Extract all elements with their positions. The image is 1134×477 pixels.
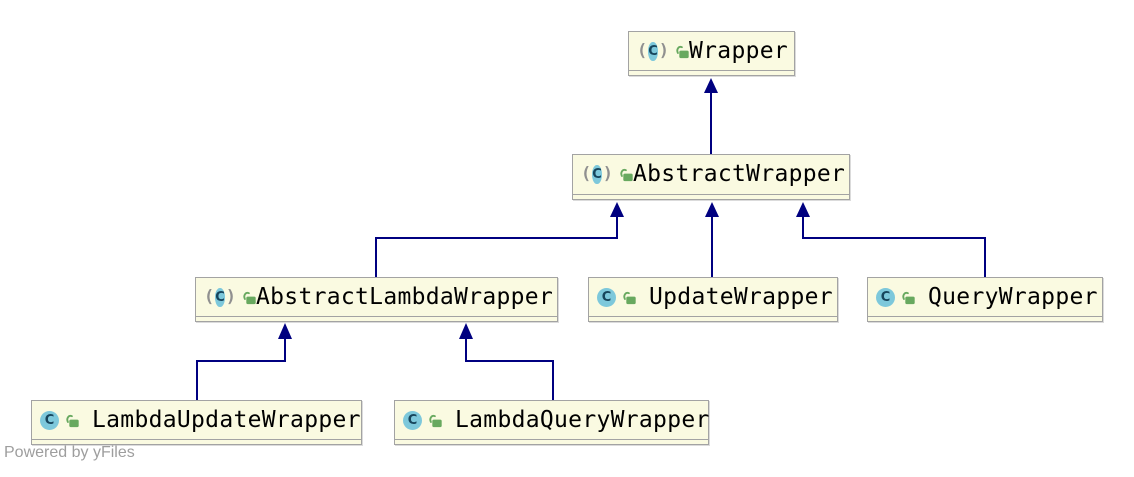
node-icons: C	[876, 287, 928, 307]
edge-lambdaupdatewrapper-extends-abstractlambdawrapper[interactable]	[196, 323, 292, 400]
unlock-icon	[428, 413, 443, 428]
class-icon: C	[215, 287, 225, 307]
class-name-label: AbstractLambdaWrapper	[256, 284, 554, 310]
class-node-lambdaquerywrapper[interactable]: C LambdaQueryWrapper	[394, 400, 709, 445]
unlock-icon	[619, 167, 634, 182]
yfiles-watermark: Powered by yFiles	[4, 444, 135, 461]
class-node-wrapper[interactable]: (C) Wrapper	[628, 31, 795, 76]
unlock-icon	[242, 290, 257, 305]
unlock-icon	[622, 290, 637, 305]
abstract-class-icon: (	[204, 286, 215, 307]
edge-lambdaquerywrapper-extends-abstractlambdawrapper[interactable]	[459, 323, 554, 400]
abstract-class-icon: )	[602, 163, 614, 184]
class-icon: C	[648, 41, 658, 61]
node-icons: C	[597, 287, 649, 307]
edge-abstractlambdawrapper-extends-abstractwrapper[interactable]	[375, 202, 624, 277]
node-icons: (C)	[581, 163, 634, 184]
class-icon: C	[597, 287, 616, 307]
class-icon: C	[876, 287, 895, 307]
class-name-label: Wrapper	[689, 38, 789, 64]
class-node-abstractlambdawrapper[interactable]: (C) AbstractLambdaWrapper	[195, 277, 558, 322]
abstract-class-icon: )	[225, 286, 237, 307]
abstract-class-icon: )	[658, 40, 670, 61]
class-icon: C	[403, 410, 422, 430]
unlock-icon	[65, 413, 80, 428]
class-node-updatewrapper[interactable]: C UpdateWrapper	[588, 277, 838, 322]
node-icons: (C)	[204, 286, 257, 307]
class-node-abstractwrapper[interactable]: (C) AbstractWrapper	[572, 154, 850, 200]
class-node-lambdaupdatewrapper[interactable]: C LambdaUpdateWrapper	[31, 400, 362, 445]
class-node-querywrapper[interactable]: C QueryWrapper	[867, 277, 1103, 322]
class-name-label: LambdaQueryWrapper	[455, 407, 710, 433]
class-icon: C	[40, 410, 59, 430]
class-name-label: QueryWrapper	[928, 284, 1098, 310]
class-icon: C	[592, 164, 602, 184]
unlock-icon	[675, 44, 690, 59]
class-name-label: UpdateWrapper	[649, 284, 833, 310]
class-name-label: LambdaUpdateWrapper	[92, 407, 361, 433]
edge-abstractwrapper-extends-wrapper[interactable]	[704, 78, 718, 154]
edge-updatewrapper-extends-abstractwrapper[interactable]	[705, 202, 719, 277]
node-icons: C	[40, 410, 92, 430]
abstract-class-icon: (	[581, 163, 592, 184]
node-icons: C	[403, 410, 455, 430]
edge-querywrapper-extends-abstractwrapper[interactable]	[796, 202, 986, 277]
abstract-class-icon: (	[637, 40, 648, 61]
class-name-label: AbstractWrapper	[633, 161, 846, 187]
unlock-icon	[901, 290, 916, 305]
node-icons: (C)	[637, 40, 690, 61]
